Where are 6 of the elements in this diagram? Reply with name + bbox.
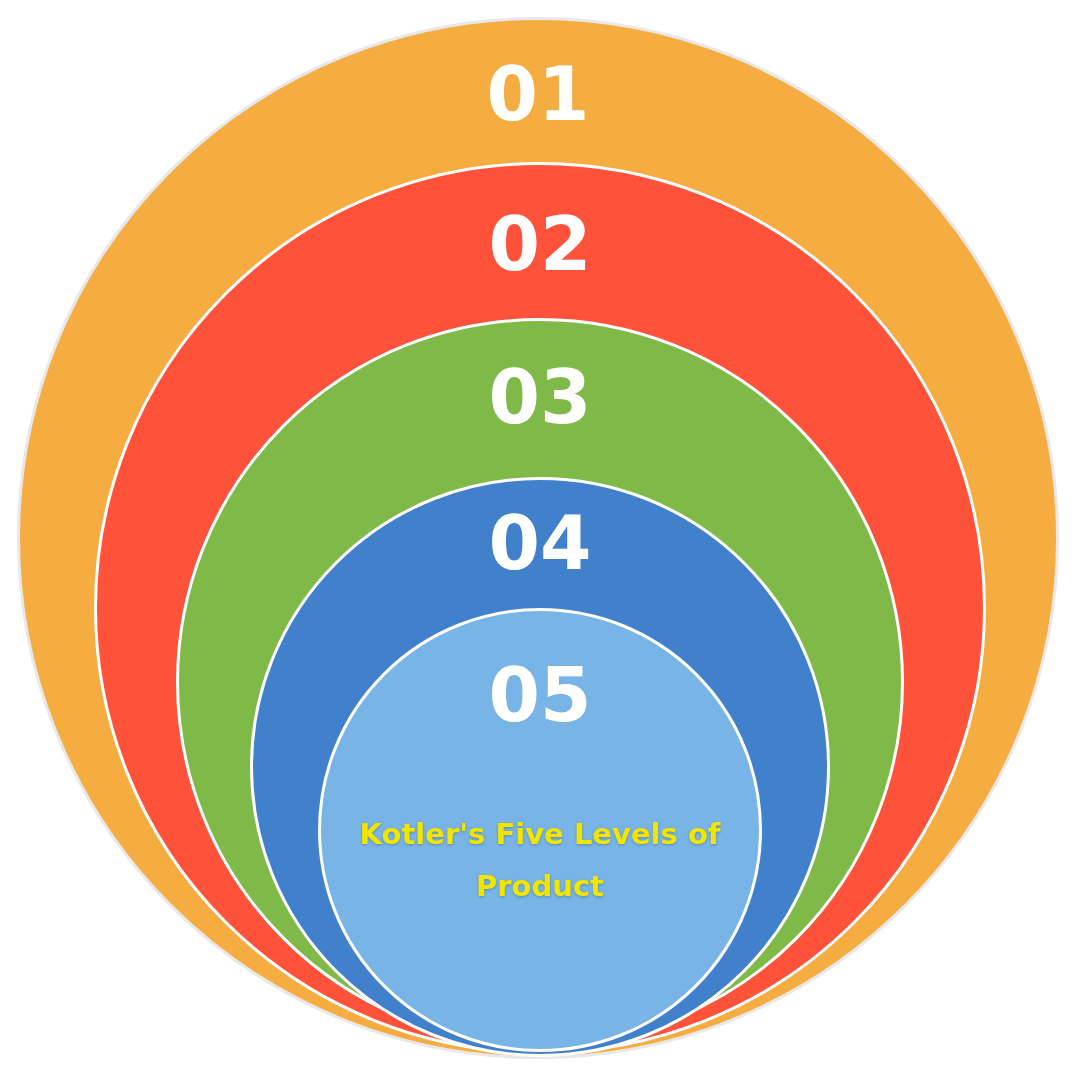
level-number: 04 [487,503,593,583]
level-number: 02 [487,204,593,284]
level-number: 05 [487,655,593,735]
level-number: 01 [485,54,591,134]
level-number: 03 [487,357,593,437]
center-label: Kotler's Five Levels of Product [358,816,722,905]
